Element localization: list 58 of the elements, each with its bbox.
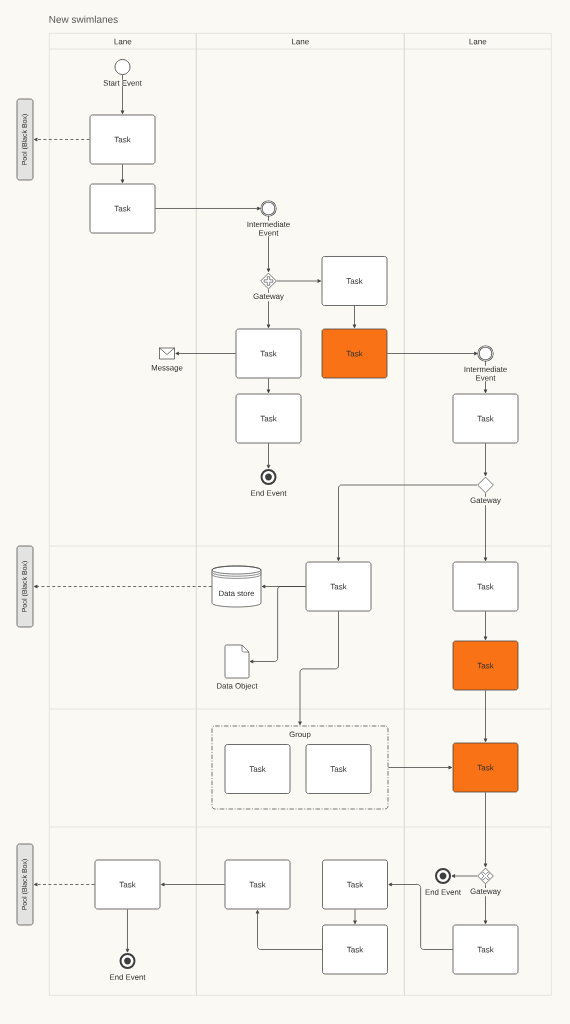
end-event-circle xyxy=(119,953,136,969)
arrow xyxy=(175,351,236,356)
task-box: Task xyxy=(224,859,291,910)
arrow xyxy=(276,279,322,283)
dashed-arrow xyxy=(33,584,213,589)
intermediate-event-circle xyxy=(477,345,494,362)
arrow xyxy=(155,206,261,211)
document-icon xyxy=(224,644,250,679)
task-box: Task xyxy=(305,561,372,612)
gateway-diamond xyxy=(260,272,277,290)
arrow xyxy=(336,484,478,562)
arrow xyxy=(388,882,453,950)
arrow xyxy=(483,443,488,477)
task-box: Task xyxy=(89,114,156,165)
task-box: Task xyxy=(89,183,156,234)
task-box: Task xyxy=(321,328,388,379)
gateway-diamond xyxy=(477,476,494,494)
end-event-circle xyxy=(260,469,277,485)
dashed-arrow xyxy=(33,137,90,142)
arrow xyxy=(483,792,488,868)
arrow xyxy=(120,74,125,115)
arrow xyxy=(120,164,125,184)
arrow xyxy=(387,351,478,356)
arrow xyxy=(451,874,478,878)
arrow xyxy=(352,305,357,329)
task-box: Task xyxy=(452,561,519,612)
arrow xyxy=(298,611,339,726)
arrow xyxy=(387,765,453,770)
task-box: Task xyxy=(322,859,388,910)
start-event-circle xyxy=(114,59,131,75)
intermediate-event-circle xyxy=(260,200,277,217)
task-box: Task xyxy=(224,744,291,794)
task-box: Task xyxy=(452,393,519,444)
arrow xyxy=(249,586,306,664)
arrow xyxy=(266,378,271,394)
arrow xyxy=(483,611,488,641)
arrow xyxy=(483,360,488,394)
task-box: Task xyxy=(321,256,388,306)
arrow xyxy=(483,690,488,743)
task-box: Task xyxy=(235,328,302,379)
end-event-circle xyxy=(435,868,451,884)
arrow xyxy=(266,443,271,469)
envelope-icon xyxy=(158,347,176,360)
task-box: Task xyxy=(235,393,302,444)
task-box: Task xyxy=(452,640,519,691)
dashed-arrow xyxy=(33,882,95,887)
title: New swimlanes xyxy=(49,15,118,23)
gateway-diamond xyxy=(477,867,494,885)
arrow xyxy=(483,492,488,562)
task-box: Task xyxy=(322,924,388,975)
task-box: Task xyxy=(452,742,519,793)
task-box: Task xyxy=(452,924,519,975)
arrow xyxy=(353,909,357,925)
arrow xyxy=(255,909,323,950)
arrow xyxy=(125,909,130,953)
task-box: Task xyxy=(94,859,161,910)
arrow xyxy=(160,882,225,887)
task-box: Task xyxy=(305,744,372,794)
